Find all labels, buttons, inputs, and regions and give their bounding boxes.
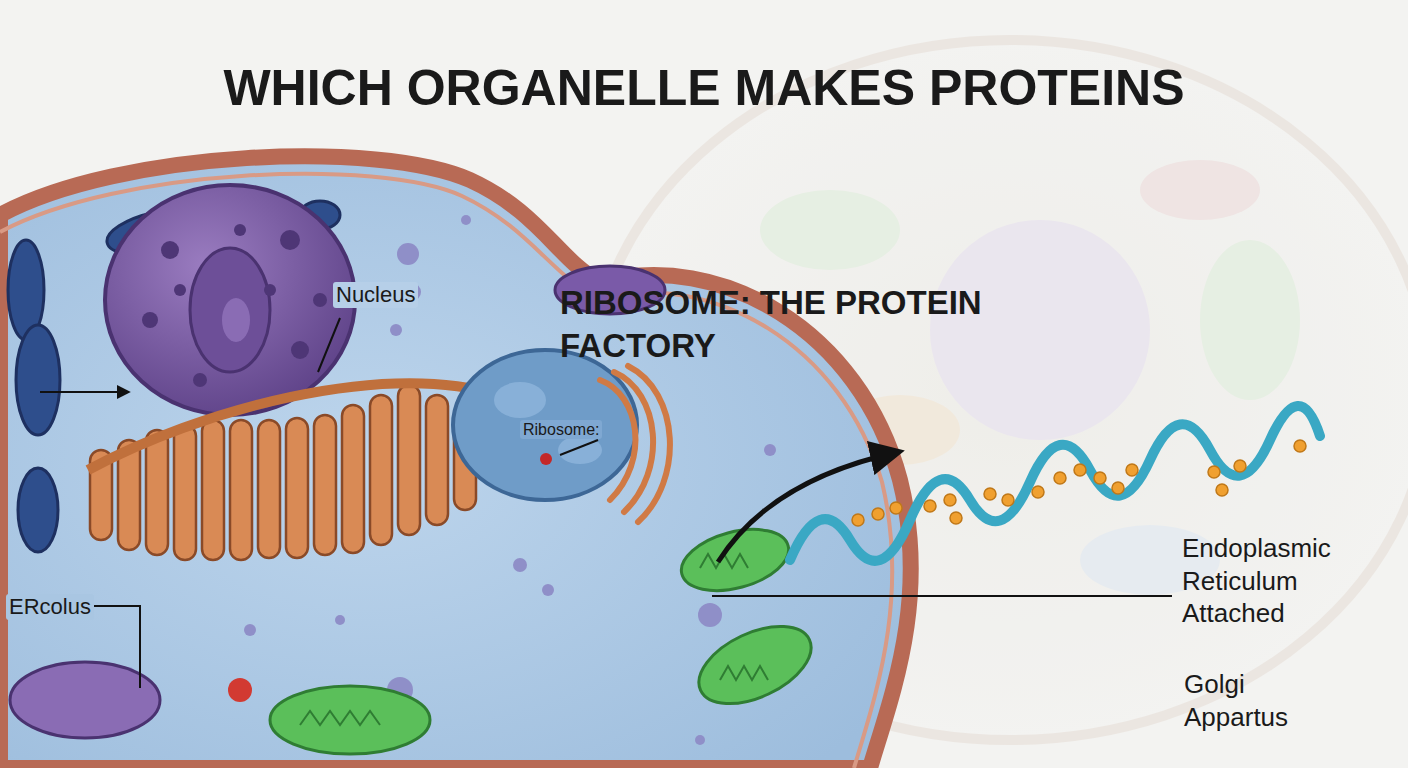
illustration-rect [286,418,308,558]
illustration-rect [202,420,224,560]
illustration-rect [258,420,280,558]
illustration-circle [513,558,527,572]
illustration-ellipse [190,248,270,372]
illustration-ellipse [558,436,602,464]
illustration-circle [852,514,864,526]
endoplasmic-reticulum [88,383,500,560]
illustration-circle [264,284,276,296]
illustration-g [142,224,327,387]
illustration-circle [234,224,246,236]
organelle-label: ERcolus [6,594,94,620]
illustration-ellipse [10,662,160,738]
illustration-ellipse [1200,240,1300,400]
illustration-circle [695,735,705,745]
cell-membrane [0,156,911,768]
illustration-circle [1294,440,1306,452]
illustration-circle [1216,484,1228,496]
illustration-circle [1002,494,1014,506]
illustration-path [720,666,768,680]
illustration-circle [924,500,936,512]
illustration-circle [1208,466,1220,478]
illustration-circle [542,584,554,596]
inner-membrane [0,174,892,768]
illustration-rect [398,385,420,535]
illustration-circle [764,444,776,456]
illustration-ellipse [494,382,546,418]
illustration-circle [397,243,419,265]
illustration-rect [230,420,252,560]
illustration-circle [161,241,179,259]
illustration-path [300,711,380,725]
illustration-ellipse [1140,160,1260,220]
golgi-stacks [600,366,670,522]
illustration-ellipse [930,220,1150,440]
mitochondria-cristae [300,554,768,725]
organelle-label: Endoplasmic Reticulum Attached [1182,532,1362,630]
organelle-label: Ribosome: [520,420,602,439]
illustration-line [560,440,598,455]
illustration-circle [1094,472,1106,484]
illustration-path [40,391,128,393]
illustration-ellipse [453,350,637,500]
illustration-rect [342,405,364,553]
illustration-circle [1234,460,1246,472]
illustration-path [600,380,635,500]
illustration-path [628,366,670,522]
illustration-circle [174,284,186,296]
illustration-circle [291,341,309,359]
illustration-circle [335,615,345,625]
illustration-circle [872,508,884,520]
illustration-circle [944,494,956,506]
section-heading: RIBOSOME: THE PROTEIN FACTORY [560,282,1020,368]
illustration-path [88,606,140,688]
illustration-line [712,595,1172,597]
illustration-circle [193,373,207,387]
illustration-circle [698,603,722,627]
illustration-path [88,383,500,470]
red-vesicle [228,678,252,702]
diagram-title: WHICH ORGANELLE MAKES PROTEINS [223,58,1184,118]
illustration-circle [142,312,158,328]
illustration-circle [461,215,471,225]
organelle-label: Nucleus [333,282,418,308]
illustration-path [614,372,653,512]
illustration-circle [313,293,327,307]
illustration-circle [890,502,902,514]
illustration-rect [370,395,392,545]
illustration-circle [1054,472,1066,484]
illustration-circle [950,512,962,524]
illustration-circle [280,230,300,250]
illustration-circle [1126,464,1138,476]
illustration-g [852,440,1306,526]
illustration-ellipse [760,190,900,270]
illustration-circle [1032,486,1044,498]
illustration-ellipse [105,185,355,415]
leader-lines [40,318,1172,688]
nucleus [105,185,355,415]
illustration-rect [174,425,196,560]
illustration-circle [1112,482,1124,494]
illustration-rect [146,430,168,555]
illustration-circle [244,624,256,636]
illustration-rect [426,395,448,525]
organelle-label: Golgi Appartus [1184,668,1334,733]
illustration-ellipse [675,519,796,602]
illustration-circle [390,324,402,336]
illustration-circle [540,453,552,465]
illustration-ellipse [270,686,430,754]
synthesis-arrow [718,452,898,562]
illustration-ellipse [18,468,58,552]
illustration-rect [314,415,336,555]
illustration-ellipse [222,298,250,342]
illustration-ellipse [16,325,60,435]
illustration-ellipse [687,611,823,720]
illustration-line [318,318,340,372]
illustration-circle [984,488,996,500]
ribosome-organelle [453,350,637,500]
illustration-circle [1074,464,1086,476]
